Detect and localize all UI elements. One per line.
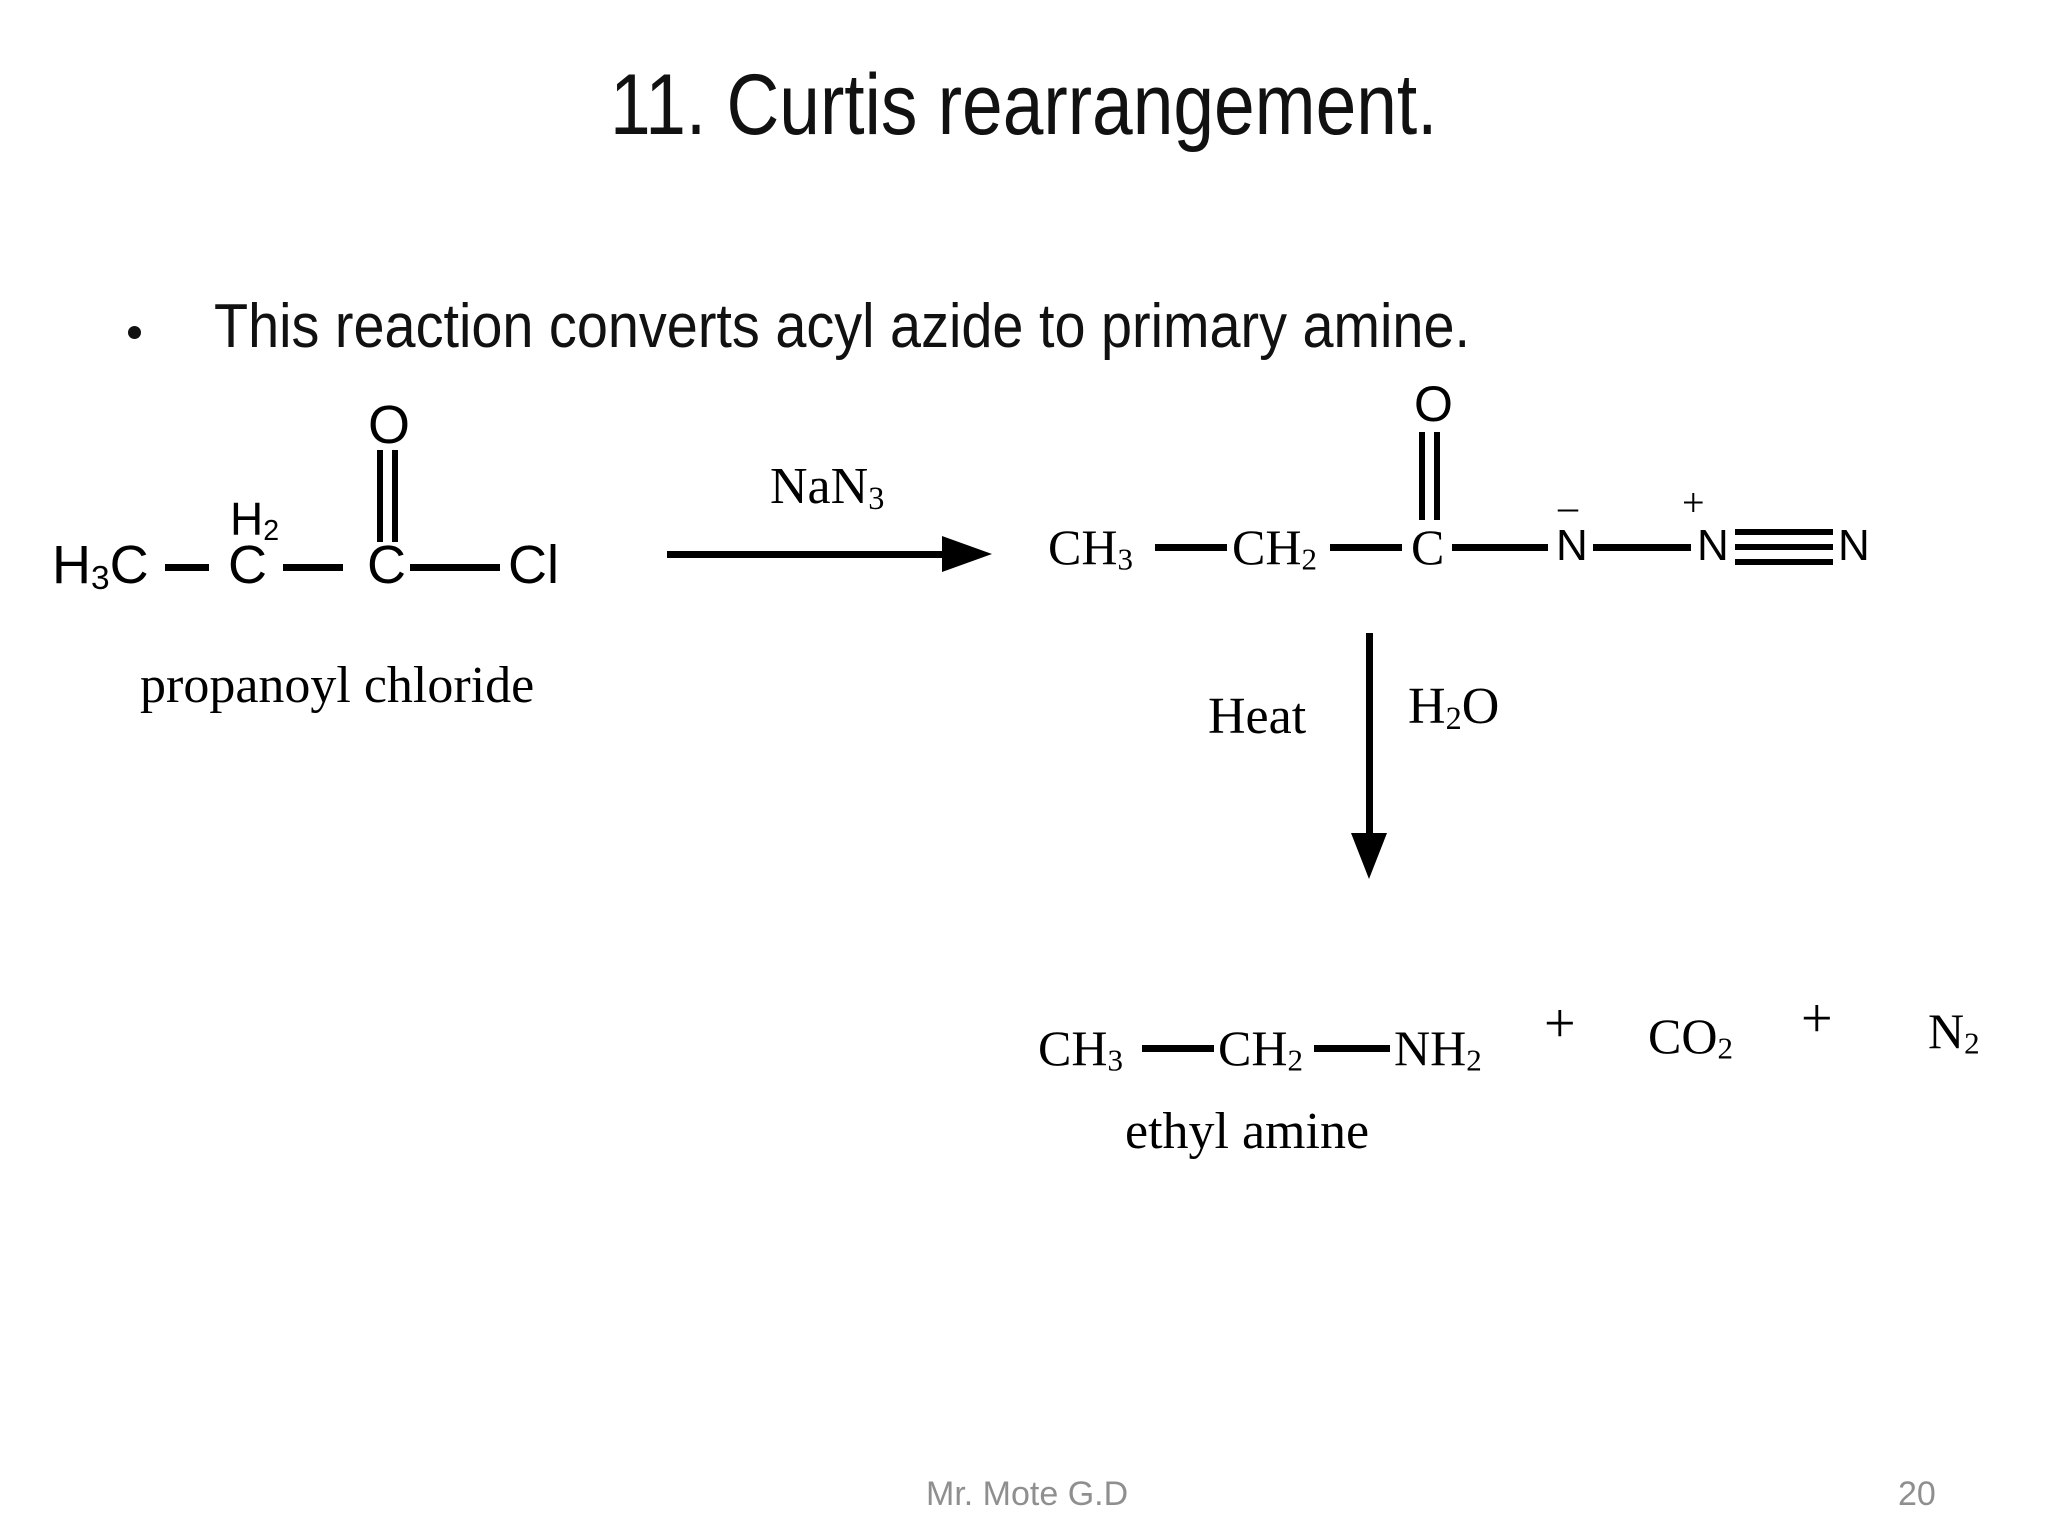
single-bond: [1593, 544, 1691, 551]
positive-charge: +: [1682, 480, 1705, 525]
single-bond: [1142, 1045, 1214, 1052]
atom-ch2: CH2: [1218, 1020, 1303, 1078]
atom-ch3: CH3: [1038, 1020, 1123, 1078]
atom-cl: Cl: [508, 535, 559, 595]
negative-charge: –: [1558, 484, 1578, 529]
condition-h2o: H2O: [1408, 678, 1500, 736]
reaction-arrow-line: [667, 551, 947, 558]
condition-heat: Heat: [1208, 688, 1307, 745]
down-arrow-line: [1366, 633, 1373, 838]
single-bond: [1330, 544, 1402, 551]
triple-bond-line: [1735, 529, 1833, 535]
plus-sign: +: [1801, 988, 1833, 1050]
page-title-text: 11. Curtis rearrangement.: [610, 57, 1438, 153]
single-bond: [283, 564, 343, 571]
molecule-n2: N2: [1928, 1003, 1980, 1061]
page-title: 11. Curtis rearrangement.: [0, 58, 2048, 153]
bullet-marker: [128, 326, 141, 339]
atom-h2: H2: [230, 493, 280, 548]
double-bond-line: [1434, 432, 1440, 520]
reagent-nan3: NaN3: [770, 458, 885, 516]
molecule-co2: CO2: [1648, 1008, 1733, 1066]
atom-nh2: NH2: [1394, 1020, 1482, 1078]
single-bond: [1155, 544, 1227, 551]
bullet-text: This reaction converts acyl azide to pri…: [214, 292, 1470, 361]
double-bond-line: [392, 450, 398, 542]
plus-sign: +: [1544, 993, 1576, 1055]
footer-author: Mr. Mote G.D: [926, 1475, 1129, 1513]
single-bond: [165, 564, 209, 571]
single-bond: [1314, 1045, 1390, 1052]
atom-n2: N: [1697, 521, 1729, 570]
product-name: ethyl amine: [1125, 1103, 1370, 1160]
atom-ch2: CH2: [1232, 519, 1317, 577]
atom-c1: C: [228, 535, 267, 595]
atom-ch3: CH3: [1048, 519, 1133, 577]
down-arrowhead: [1351, 833, 1387, 879]
reactant-name: propanoyl chloride: [140, 657, 535, 714]
atom-n1: N: [1556, 521, 1588, 570]
atom-h3c: H3C: [52, 535, 149, 598]
single-bond: [410, 564, 500, 571]
triple-bond-line: [1735, 559, 1833, 565]
double-bond-line: [1419, 432, 1425, 520]
double-bond-line: [377, 450, 383, 542]
footer-page-number: 20: [1898, 1475, 1936, 1513]
atom-o: O: [1414, 376, 1453, 432]
atom-c2: C: [367, 535, 406, 595]
atom-c: C: [1411, 519, 1445, 575]
single-bond: [1452, 544, 1548, 551]
triple-bond-line: [1735, 544, 1833, 550]
atom-o: O: [368, 395, 411, 455]
reaction-arrowhead: [942, 536, 992, 572]
atom-n3: N: [1838, 521, 1870, 570]
